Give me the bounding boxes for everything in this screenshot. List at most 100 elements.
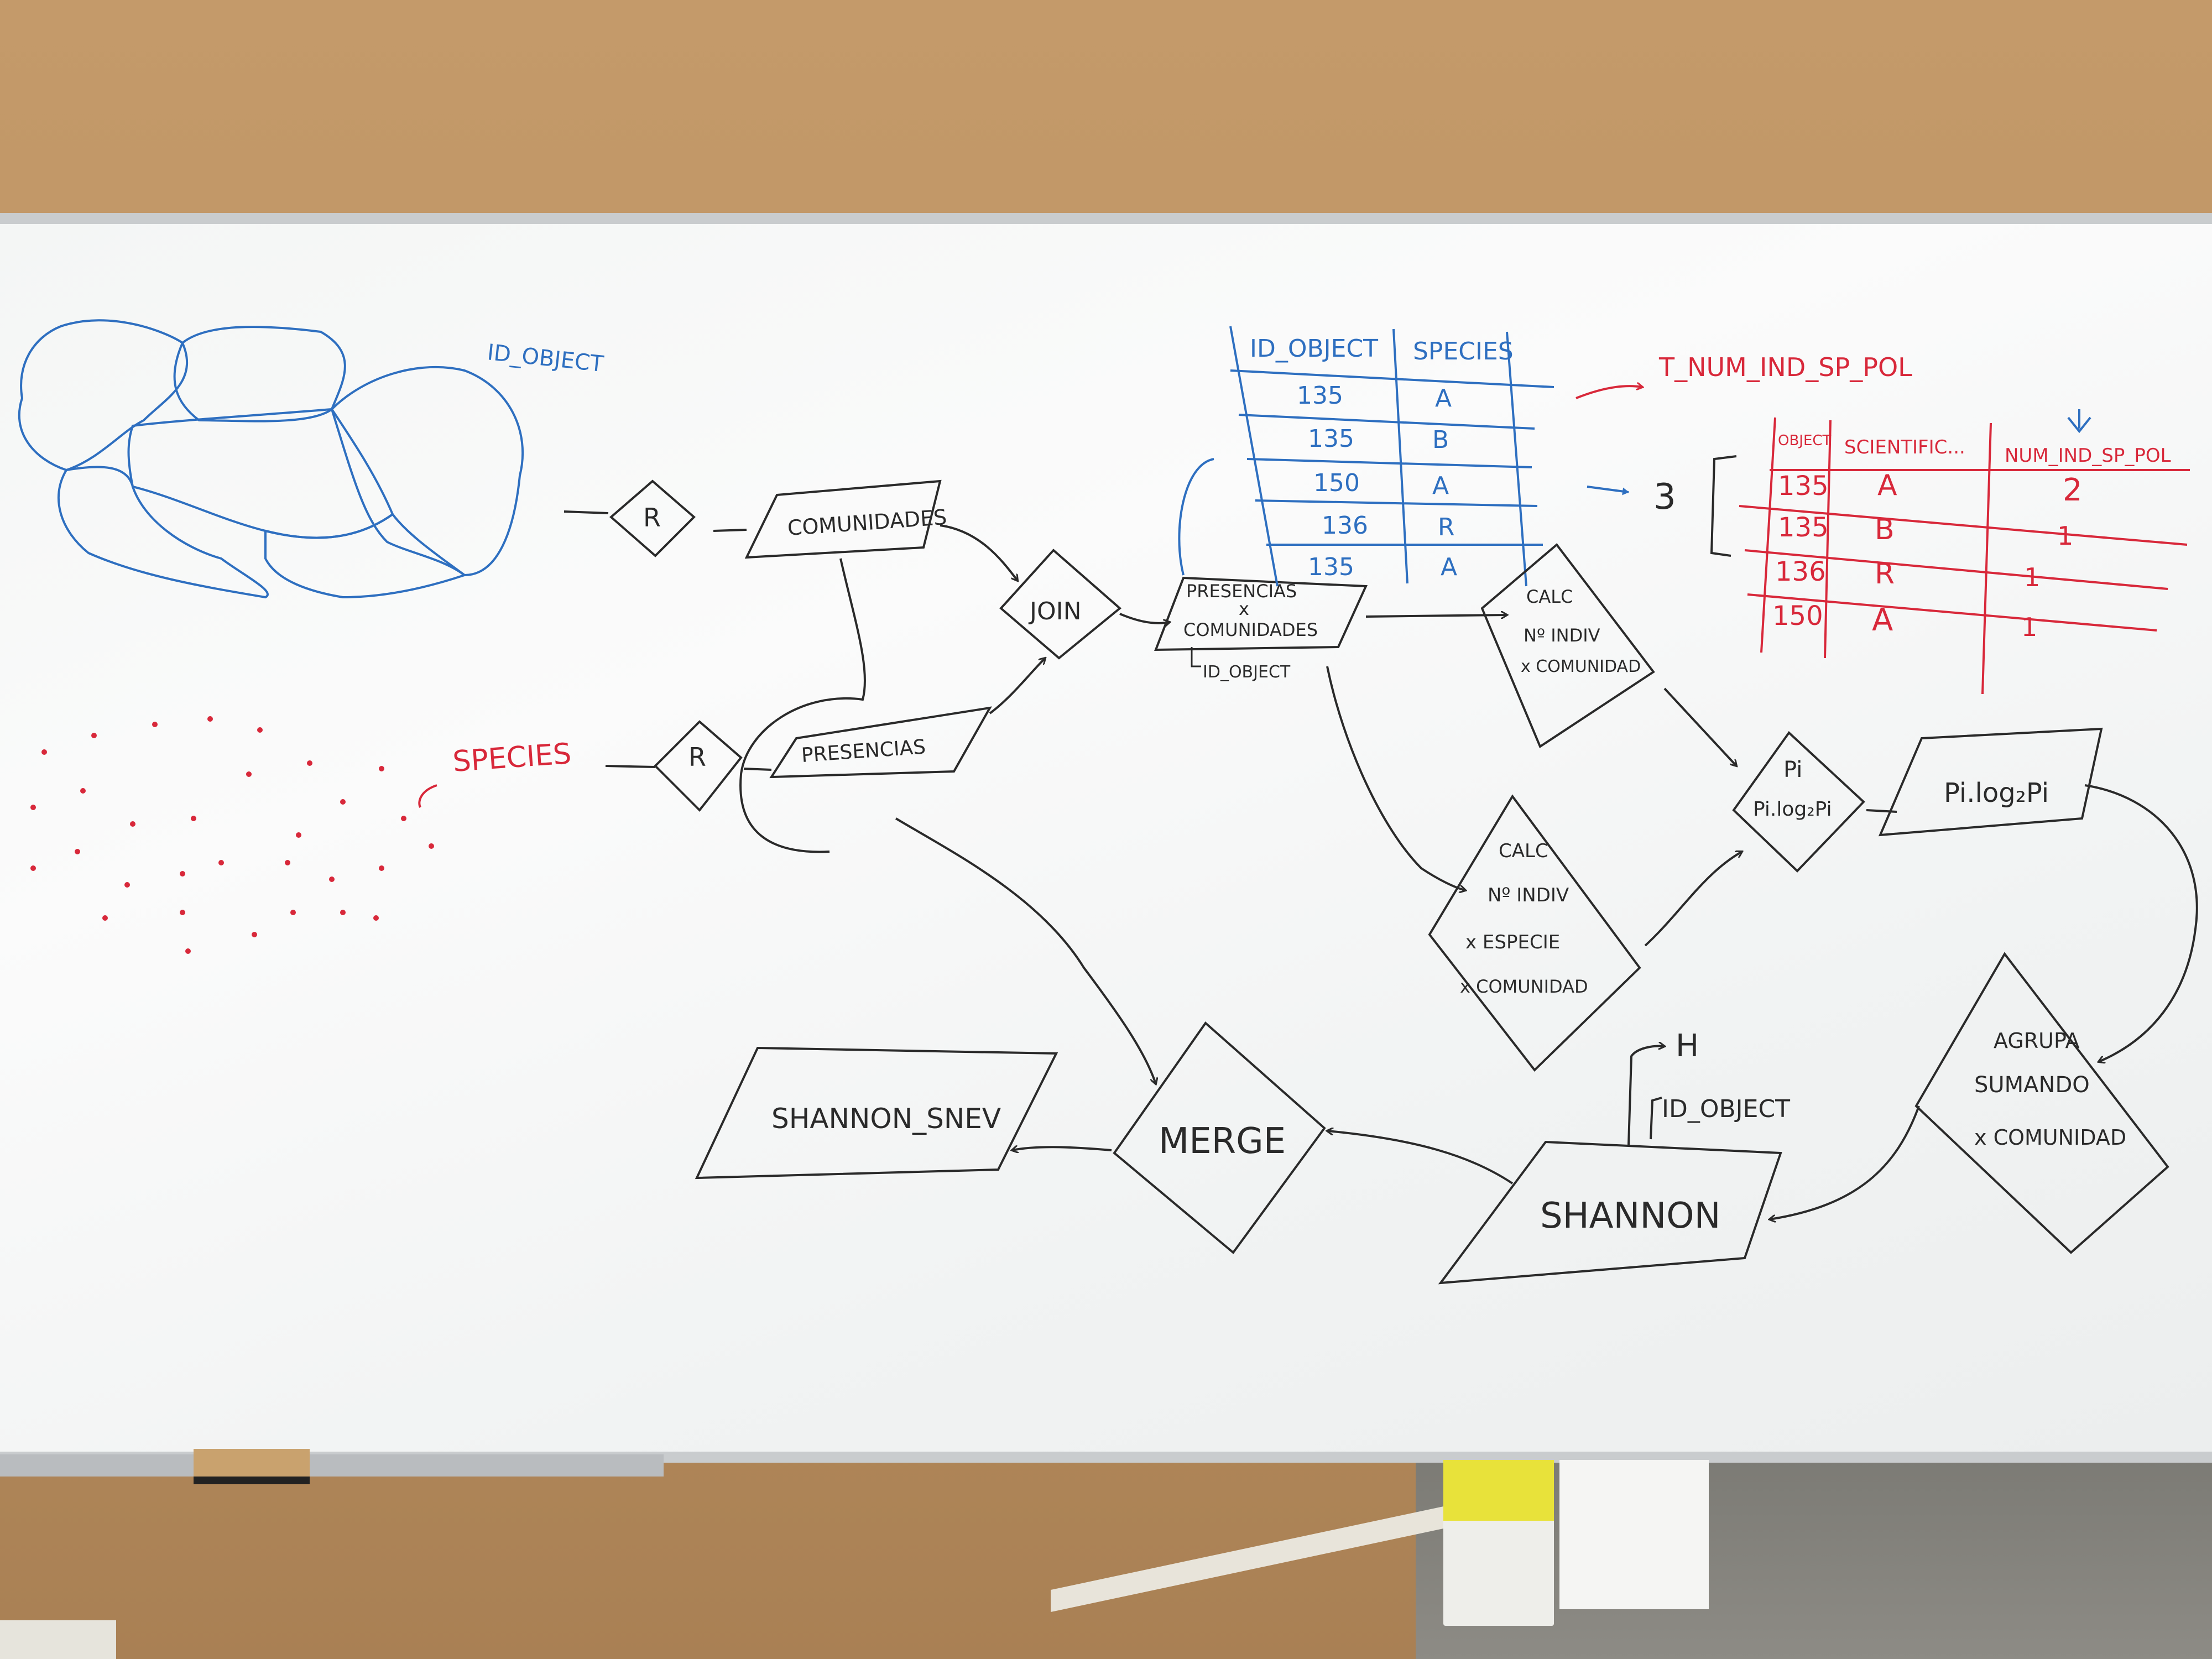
red-table-r0-c0: 135: [1778, 471, 1829, 502]
white-pedal-bin: [1559, 1460, 1709, 1609]
pi-line1: Pi: [1783, 757, 1802, 782]
blue-table-r3-c0: 136: [1322, 512, 1368, 540]
calc2-line3: x ESPECIE: [1465, 931, 1560, 953]
wall-socket: [0, 1620, 116, 1659]
pi-shape: [1732, 731, 1865, 873]
presencias-x-line2: x: [1239, 598, 1249, 619]
species-label: SPECIES: [452, 737, 572, 779]
presencias-label: PRESENCIAS: [801, 735, 927, 767]
merge-shape: [1113, 1021, 1326, 1254]
pilog-shape: [1878, 727, 2103, 837]
calc1-line3: x COMUNIDAD: [1521, 657, 1641, 676]
edge-pi-to-pilog: [1866, 809, 1897, 813]
edge-shannon-to-merge: [1327, 1131, 1514, 1185]
red-table-r3-c2: 1: [2021, 612, 2037, 642]
blue-table-lines: [1229, 326, 1554, 587]
red-arrow-to-table-name: [1575, 386, 1642, 399]
presencias-x-line1: PRESENCIAS: [1186, 581, 1297, 602]
red-table-r3-c1: A: [1872, 602, 1893, 638]
h-label: H: [1676, 1028, 1699, 1064]
pi-line2: Pi.log₂Pi: [1753, 798, 1832, 821]
edge-comunidades-down: [739, 558, 867, 853]
calc2-line4: x COMUNIDAD: [1460, 976, 1588, 997]
community-polygons: [18, 319, 524, 599]
edge-calc2-to-pi: [1644, 852, 1742, 947]
blue-table-r1-c1: B: [1432, 426, 1449, 454]
edge-species-to-r: [605, 765, 656, 768]
blue-table-r4-c0: 135: [1308, 553, 1354, 581]
shannon-snev-label: SHANNON_SNEV: [771, 1103, 1001, 1135]
shannon-snev-shape: [695, 1046, 1058, 1180]
step-number: 3: [1653, 477, 1676, 518]
shannon-key-tick: [1650, 1097, 1662, 1140]
r-bottom-shape: [654, 720, 743, 812]
yellow-recycling-bin: [1443, 1460, 1554, 1626]
blue-table-r0-c0: 135: [1297, 382, 1343, 410]
red-table-r1-c2: 1: [2057, 521, 2073, 551]
merge-label: MERGE: [1159, 1121, 1286, 1162]
agrupa-line3: x COMUNIDAD: [1974, 1125, 2126, 1150]
edge-polygons-to-r: [564, 510, 609, 514]
edge-merge-to-shannon-snev: [1012, 1147, 1112, 1150]
red-table-header-num: NUM_IND_SP_POL: [2005, 445, 2171, 467]
presencias-x-line3: COMUNIDADES: [1183, 619, 1318, 640]
presencias-shape: [769, 706, 992, 779]
pilog-label: Pi.log₂Pi: [1944, 778, 2049, 808]
edge-calc1-to-pi: [1663, 687, 1736, 766]
red-table-header-scientific: SCIENTIFIC...: [1844, 436, 1965, 458]
presencias-x-up-hook: [1178, 458, 1214, 576]
red-table-r2-c0: 136: [1775, 556, 1826, 587]
presencias-x-key: ID_OBJECT: [1203, 662, 1291, 682]
red-table-lines: [1739, 417, 2190, 695]
edge-pilog-to-agrupa: [2084, 784, 2198, 1062]
join-shape: [999, 549, 1122, 660]
red-table-bracket: [1710, 455, 1737, 557]
calc2-shape: [1428, 794, 1641, 1072]
shannon-key-label: ID_OBJECT: [1662, 1095, 1790, 1123]
agrupa-line1: AGRUPA: [1994, 1029, 2079, 1053]
id-object-note: ID_OBJECT: [486, 340, 605, 377]
edge-r-to-comunidades: [713, 529, 747, 532]
calc2-line2: Nº INDIV: [1488, 884, 1569, 906]
blue-table-r0-c1: A: [1435, 384, 1452, 413]
whiteboard-eraser: [194, 1449, 310, 1484]
edge-presencias-x-to-calc1: [1365, 615, 1507, 617]
red-table-header-object: OBJECT: [1778, 432, 1832, 449]
blue-table-r2-c1: A: [1432, 472, 1449, 500]
shannon-key-bracket: [1627, 1046, 1665, 1145]
red-table-r2-c1: R: [1875, 557, 1895, 591]
blue-table-header-id: ID_OBJECT: [1250, 335, 1378, 363]
edge-comunidades-to-join: [940, 524, 1018, 581]
edge-presencias-x-to-calc2: [1326, 666, 1465, 890]
join-label: JOIN: [1028, 597, 1082, 625]
species-label-hook: [418, 784, 437, 808]
calc1-shape: [1480, 543, 1655, 748]
blue-table-r3-c1: R: [1438, 513, 1455, 541]
red-table-r1-c0: 135: [1778, 512, 1829, 543]
yellow-bag: [1443, 1460, 1554, 1521]
r-bottom-label: R: [688, 742, 706, 772]
comunidades-label: COMUNIDADES: [787, 505, 948, 540]
shannon-label: SHANNON: [1540, 1196, 1721, 1237]
red-table-r0-c1: A: [1877, 469, 1897, 502]
presencias-x-key-bracket: [1191, 647, 1201, 667]
comunidades-shape: [744, 479, 942, 559]
agrupa-shape: [1914, 952, 2169, 1254]
edge-presencias-to-merge: [895, 817, 1156, 1084]
red-down-arrow: [2067, 409, 2091, 434]
blue-table-header-species: SPECIES: [1413, 337, 1514, 366]
calc1-line2: Nº INDIV: [1524, 625, 1600, 646]
species-points: [30, 716, 434, 954]
table-name-label: T_NUM_IND_SP_POL: [1658, 352, 1912, 382]
red-table-r2-c2: 1: [2024, 562, 2040, 592]
whiteboard: [0, 224, 2212, 1452]
r-top-label: R: [643, 503, 661, 533]
calc1-line1: CALC: [1526, 586, 1573, 607]
r-top-shape: [609, 479, 696, 557]
presencias-x-comunidades-shape: [1154, 576, 1368, 651]
agrupa-line2: SUMANDO: [1974, 1072, 2090, 1098]
marker-tray: [0, 1454, 664, 1477]
edge-agrupa-to-shannon: [1770, 1105, 1920, 1219]
blue-table-r2-c0: 150: [1313, 469, 1360, 497]
blue-table-r1-c0: 135: [1308, 425, 1354, 453]
